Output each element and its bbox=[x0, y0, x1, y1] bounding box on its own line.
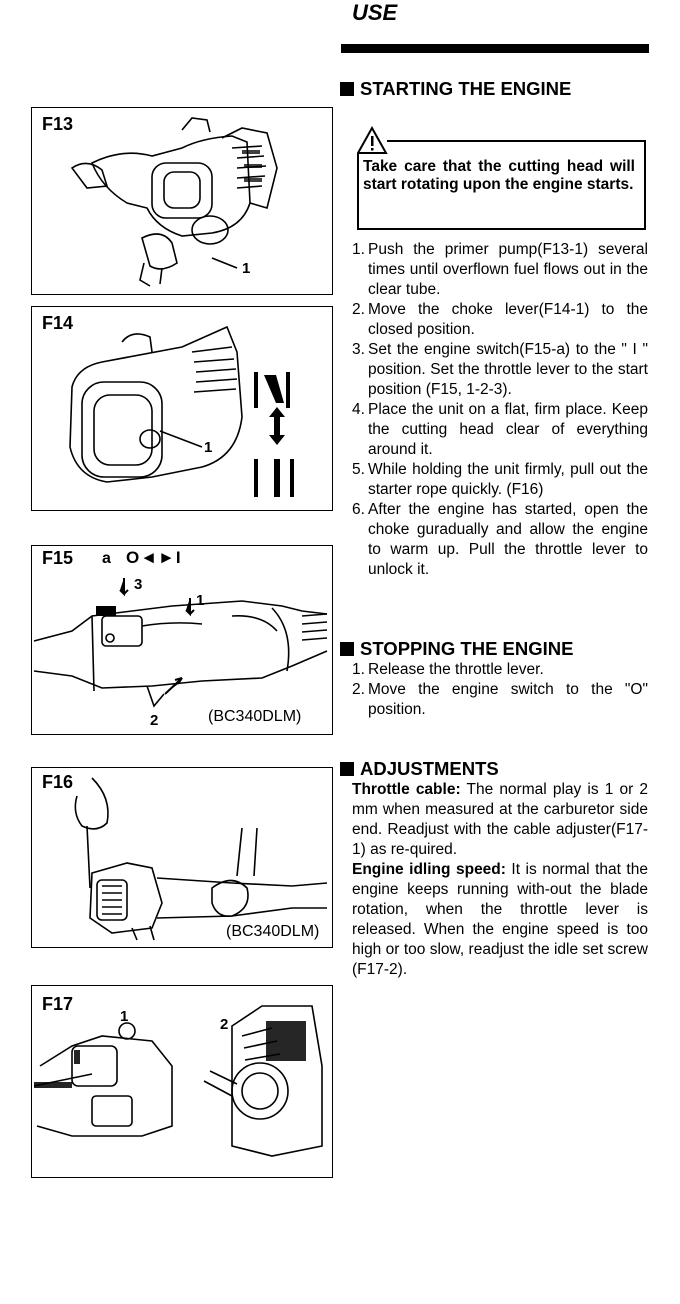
divider bbox=[387, 140, 646, 142]
switch-label-a: a bbox=[102, 550, 111, 567]
warning-box: Take care that the cutting head will sta… bbox=[357, 126, 646, 230]
figure-f14: F14 1 bbox=[31, 306, 333, 511]
figure-f13: F13 1 bbox=[31, 107, 333, 295]
list-item: 4.Place the unit on a flat, firm place. … bbox=[352, 401, 648, 458]
divider bbox=[644, 140, 646, 228]
figure-label: F15 bbox=[42, 548, 74, 568]
callout-number: 1 bbox=[120, 1008, 129, 1025]
starter-rope-illustration bbox=[74, 777, 328, 941]
callout-number: 3 bbox=[134, 576, 143, 593]
switch-symbol: O◄►I bbox=[126, 548, 182, 567]
warning-text: Take care that the cutting head will sta… bbox=[363, 158, 635, 193]
section-heading-starting: STARTING THE ENGINE bbox=[340, 78, 571, 100]
square-bullet-icon bbox=[340, 642, 354, 656]
section-heading-adjustments: ADJUSTMENTS bbox=[340, 758, 499, 780]
divider bbox=[357, 154, 359, 228]
idling-speed-paragraph: Engine idling speed: It is normal that t… bbox=[352, 861, 648, 978]
callout-number: 1 bbox=[204, 439, 213, 456]
list-item: 2.Move the engine switch to the "O" posi… bbox=[352, 681, 648, 718]
figure-label: F17 bbox=[42, 994, 74, 1014]
figure-f16: F16 (BC340DLM) bbox=[31, 767, 333, 948]
list-item: 1.Release the throttle lever. bbox=[352, 661, 544, 678]
page-title: USE bbox=[352, 0, 398, 25]
figure-f15: F15 a O◄►I 3 1 2 (BC340DLM) bbox=[31, 545, 333, 735]
list-item: 2.Move the choke lever(F14-1) to the clo… bbox=[352, 301, 648, 338]
stopping-steps: 1.Release the throttle lever. 2.Move the… bbox=[352, 660, 648, 720]
section-heading-stopping: STOPPING THE ENGINE bbox=[340, 638, 573, 660]
model-label: (BC340DLM) bbox=[226, 923, 320, 940]
adjustments-body: Throttle cable: The normal play is 1 or … bbox=[352, 780, 648, 980]
callout-number: 1 bbox=[242, 260, 251, 277]
square-bullet-icon bbox=[340, 82, 354, 96]
throttle-handle-illustration bbox=[33, 578, 328, 708]
warning-triangle-icon bbox=[357, 126, 388, 154]
list-item: 6.After the engine has started, open the… bbox=[352, 501, 648, 578]
callout-number: 2 bbox=[220, 1016, 229, 1033]
list-item: 5.While holding the unit firmly, pull ou… bbox=[352, 461, 648, 498]
figure-label: F13 bbox=[42, 114, 74, 134]
callout-number: 2 bbox=[150, 712, 159, 729]
figure-label: F16 bbox=[42, 772, 74, 792]
figure-label: F14 bbox=[42, 313, 74, 333]
square-bullet-icon bbox=[340, 762, 354, 776]
divider bbox=[357, 228, 646, 230]
callout-number: 1 bbox=[196, 592, 205, 609]
figure-f17: F17 1 2 bbox=[31, 985, 333, 1178]
list-item: 3.Set the engine switch(F15-a) to the " … bbox=[352, 341, 648, 398]
carburetor-adjustment-illustration bbox=[33, 1005, 323, 1157]
choke-lever-illustration bbox=[69, 325, 294, 497]
list-item: 1.Push the primer pump(F13-1) several ti… bbox=[352, 241, 648, 298]
primer-pump-illustration bbox=[70, 117, 278, 287]
throttle-cable-paragraph: Throttle cable: The normal play is 1 or … bbox=[352, 781, 648, 858]
model-label: (BC340DLM) bbox=[208, 708, 302, 725]
header-rule bbox=[341, 44, 649, 53]
starting-steps: 1.Push the primer pump(F13-1) several ti… bbox=[352, 240, 648, 580]
